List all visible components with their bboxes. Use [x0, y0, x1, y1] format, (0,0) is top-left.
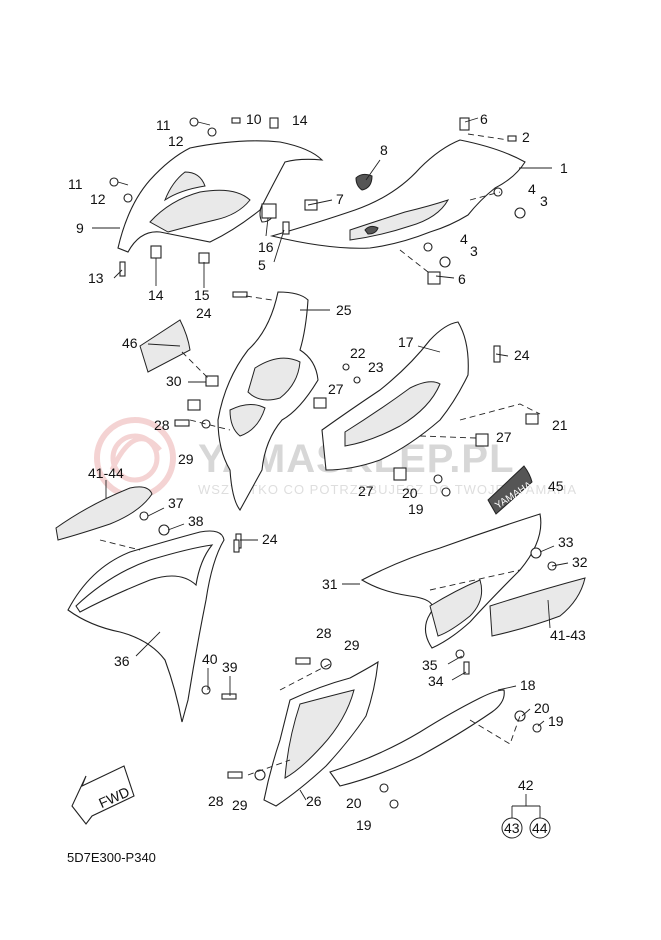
label-28c: 28: [208, 793, 224, 809]
label-35: 35: [422, 657, 438, 673]
label-17: 17: [398, 334, 414, 350]
label-46: 46: [122, 335, 138, 351]
label-2: 2: [522, 129, 530, 145]
part-lower-strip-18: [329, 689, 505, 787]
part-front-side-cover-36: [67, 530, 225, 723]
label-27b: 27: [496, 429, 512, 445]
label-32: 32: [572, 554, 588, 570]
label-37: 37: [168, 495, 184, 511]
label-4b: 4: [460, 231, 468, 247]
label-6a: 6: [480, 111, 488, 127]
label-21: 21: [552, 417, 568, 433]
label-5: 5: [258, 257, 266, 273]
label-22: 22: [350, 345, 366, 361]
label-11a: 11: [156, 117, 171, 133]
label-15: 15: [194, 287, 210, 303]
label-42: 42: [518, 777, 534, 793]
label-9: 9: [76, 220, 84, 236]
leader-lines: [92, 117, 569, 801]
diagram-code: 5D7E300-P340: [67, 850, 156, 865]
watermark-subtitle: WSZYSTKO CO POTRZEBUJESZ DO TWOJEJ YAMAH…: [198, 482, 577, 497]
label-31: 31: [322, 576, 338, 592]
label-26: 26: [306, 793, 322, 809]
label-27a: 27: [328, 381, 344, 397]
part-labels: 1 2 3 3 4 4 5 6 6 7 8 9 10 11 11 12 12 1…: [68, 111, 588, 833]
label-30: 30: [166, 373, 182, 389]
part-front-panel-1: [269, 139, 526, 249]
part-inner-bracket-25: [217, 291, 319, 511]
label-11b: 11: [68, 176, 83, 192]
label-41-44: 41-44: [88, 465, 124, 481]
label-24b: 24: [514, 347, 530, 363]
label-33: 33: [558, 534, 574, 550]
label-29c: 29: [232, 797, 248, 813]
label-20c: 20: [346, 795, 362, 811]
label-19c: 19: [356, 817, 372, 833]
part-decal-41-43: [489, 577, 586, 637]
label-45: 45: [548, 478, 564, 494]
label-14b: 14: [148, 287, 164, 303]
label-24a: 24: [196, 305, 212, 321]
assembly-lines: [99, 133, 541, 776]
label-10: 10: [246, 111, 262, 127]
label-19b: 19: [548, 713, 564, 729]
label-28b: 28: [316, 625, 332, 641]
label-24c: 24: [262, 531, 278, 547]
label-36: 36: [114, 653, 130, 669]
part-under-cover-26: [263, 660, 379, 807]
label-20b: 20: [534, 700, 550, 716]
label-29b: 29: [344, 637, 360, 653]
label-7: 7: [336, 191, 344, 207]
fasteners-mid: [174, 291, 539, 549]
label-12a: 12: [168, 133, 184, 149]
label-3a: 3: [540, 193, 548, 209]
label-41-43: 41-43: [550, 627, 586, 643]
label-6b: 6: [458, 271, 466, 287]
label-27c: 27: [358, 483, 374, 499]
label-14a: 14: [292, 112, 308, 128]
label-25: 25: [336, 302, 352, 318]
label-4a: 4: [528, 181, 536, 197]
group-42: 42 43 44: [501, 777, 551, 839]
label-19a: 19: [408, 501, 424, 517]
label-18: 18: [520, 677, 536, 693]
label-8: 8: [380, 142, 388, 158]
part-decal-41-44: [55, 486, 153, 541]
part-side-cover-31: [360, 513, 542, 649]
label-16: 16: [258, 239, 274, 255]
label-44: 44: [532, 820, 548, 836]
label-28a: 28: [154, 417, 170, 433]
part-side-cover-17: [321, 321, 469, 471]
label-40: 40: [202, 651, 218, 667]
label-13: 13: [88, 270, 104, 286]
label-39: 39: [222, 659, 238, 675]
fwd-arrow-icon: FWD: [71, 765, 135, 825]
part-decal-46: [139, 319, 191, 373]
label-43: 43: [504, 820, 520, 836]
label-1: 1: [560, 160, 568, 176]
label-34: 34: [428, 673, 444, 689]
label-23: 23: [368, 359, 384, 375]
part-side-cover-9: [117, 140, 324, 253]
label-38: 38: [188, 513, 204, 529]
label-12b: 12: [90, 191, 106, 207]
label-3b: 3: [470, 243, 478, 259]
label-29a: 29: [178, 451, 194, 467]
label-20a: 20: [402, 485, 418, 501]
